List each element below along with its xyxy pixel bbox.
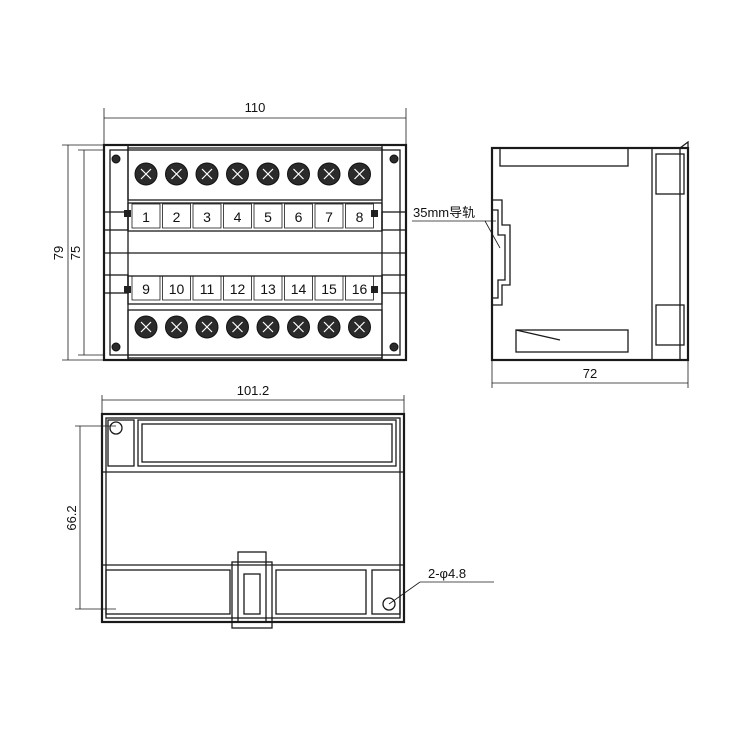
corner-screw-icon xyxy=(111,342,121,352)
terminal-cell xyxy=(253,275,283,301)
terminal-cell xyxy=(223,275,252,301)
mount-hole-icon xyxy=(382,597,396,611)
terminal-cell xyxy=(253,203,283,229)
height-dimension-75: 75 xyxy=(68,149,104,356)
side-housing-outline xyxy=(490,146,690,362)
top-terminal-strip xyxy=(127,202,383,232)
top-screw-row xyxy=(134,162,371,186)
terminal-number: 6 xyxy=(295,209,303,225)
bottom-view: 101.2 66.2 2-φ4.8 xyxy=(64,383,494,629)
top-terminal-labels: 1 2 3 4 5 6 7 8 xyxy=(131,203,374,229)
mount-hole-icon xyxy=(109,421,123,435)
terminal-cell xyxy=(131,203,161,229)
dim-101-2-label: 101.2 xyxy=(237,383,270,398)
depth-dimension-72: 72 xyxy=(491,360,689,388)
terminal-cell xyxy=(314,203,344,229)
terminal-number: 3 xyxy=(203,209,211,225)
height-dimension-79: 79 xyxy=(51,144,104,361)
top-view: 110 79 75 xyxy=(51,100,408,362)
terminal-number: 9 xyxy=(142,281,150,297)
bottom-housing-outline xyxy=(100,412,406,624)
terminal-cell xyxy=(192,275,222,301)
corner-screw-icon xyxy=(111,154,121,164)
corner-screw-icon xyxy=(389,342,399,352)
terminal-number: 2 xyxy=(173,209,181,225)
terminal-cell xyxy=(284,275,313,301)
corner-screw-icon xyxy=(389,154,399,164)
terminal-number: 4 xyxy=(234,209,242,225)
terminal-number: 11 xyxy=(200,281,215,297)
terminal-number: 12 xyxy=(230,281,246,297)
terminal-number: 15 xyxy=(321,281,337,297)
terminal-cell xyxy=(162,203,191,229)
width-dimension-110: 110 xyxy=(103,100,407,145)
dim-79-label: 79 xyxy=(51,246,66,260)
terminal-number: 16 xyxy=(352,281,368,297)
terminal-cell xyxy=(345,203,374,229)
dim-66-2-label: 66.2 xyxy=(64,505,79,530)
terminal-cell xyxy=(131,275,161,301)
hole-spec-label: 2-φ4.8 xyxy=(428,566,466,581)
terminal-number: 14 xyxy=(291,281,307,297)
terminal-cell xyxy=(223,203,252,229)
terminal-number: 10 xyxy=(169,281,185,297)
width-dimension-101-2: 101.2 xyxy=(101,383,405,415)
terminal-cell xyxy=(192,203,222,229)
terminal-cell xyxy=(162,275,191,301)
terminal-cell xyxy=(284,203,313,229)
din-clip xyxy=(237,551,267,623)
terminal-number: 8 xyxy=(356,209,364,225)
bottom-screw-row xyxy=(134,315,371,339)
terminal-number: 7 xyxy=(325,209,333,225)
bottom-terminal-labels: 9 10 11 12 13 14 15 16 xyxy=(131,275,374,301)
height-dimension-66-2: 66.2 xyxy=(64,425,116,610)
dim-75-label: 75 xyxy=(68,246,83,260)
terminal-number: 13 xyxy=(260,281,276,297)
rail-label: 35mm导轨 xyxy=(413,205,475,220)
terminal-number: 5 xyxy=(264,209,272,225)
terminal-number: 1 xyxy=(142,209,150,225)
side-view: 35mm导轨 72 xyxy=(412,140,690,388)
dim-110-label: 110 xyxy=(245,100,266,115)
dim-72-label: 72 xyxy=(583,366,597,381)
terminal-cell xyxy=(314,275,344,301)
terminal-cell xyxy=(345,275,374,301)
bottom-screw-block xyxy=(127,309,383,359)
top-screw-block xyxy=(127,147,383,201)
